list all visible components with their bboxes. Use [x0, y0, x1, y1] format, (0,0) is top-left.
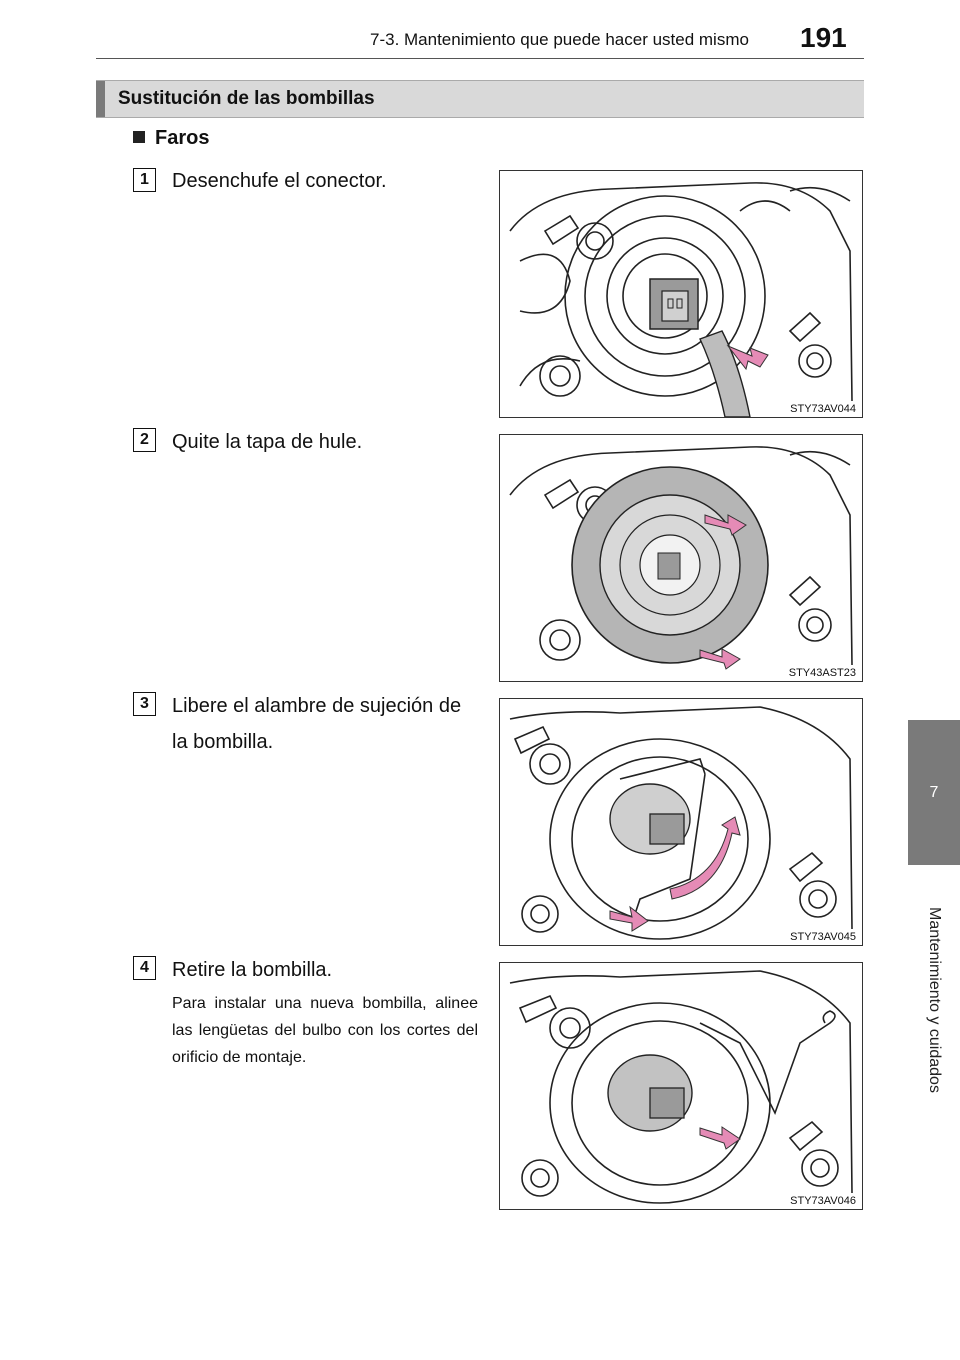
chapter-number: 7: [929, 783, 939, 801]
step-number-2: 2: [133, 428, 156, 452]
bulb-removal-illustration: [509, 970, 853, 1204]
step-4-note: Para instalar una nueva bombilla, alinee…: [172, 995, 478, 1066]
headlamp-connector-illustration: [509, 182, 853, 417]
retaining-wire-illustration: [509, 706, 853, 940]
subsection-title: Faros: [155, 127, 210, 149]
image-code-3: STY73AV045: [788, 931, 858, 943]
header-divider: [96, 58, 864, 59]
illustration-step-2: STY43AST23: [499, 434, 863, 682]
image-code-2: STY43AST23: [786, 667, 858, 679]
image-code-1: STY73AV044: [788, 403, 858, 415]
step-1-text: Desenchufe el conector.: [172, 170, 387, 192]
step-number-4: 4: [133, 956, 156, 980]
image-code-4: STY73AV046: [788, 1195, 858, 1207]
step-number-3: 3: [133, 692, 156, 716]
step-2-text: Quite la tapa de hule.: [172, 431, 363, 453]
step-number-1: 1: [133, 168, 156, 192]
illustration-step-4: STY73AV046: [499, 962, 863, 1210]
square-bullet-icon: [133, 131, 145, 143]
header-title: 7-3. Mantenimiento que puede hacer usted…: [370, 30, 749, 49]
section-banner: Sustitución de las bombillas: [96, 80, 864, 118]
step-4-text: Retire la bombilla.: [172, 959, 333, 981]
rubber-cover-illustration: [509, 446, 853, 670]
page-number: 191: [800, 22, 847, 53]
chapter-label: Mantenimiento y cuidados: [926, 907, 943, 1093]
subsection-heading: Faros: [133, 127, 209, 150]
chapter-tab: 7: [908, 720, 960, 865]
section-title: Sustitución de las bombillas: [118, 88, 375, 109]
illustration-step-3: STY73AV045: [499, 698, 863, 946]
illustration-step-1: STY73AV044: [499, 170, 863, 418]
banner-accent-bar: [96, 81, 105, 117]
step-3-text: Libere el alambre de sujeción de la bomb…: [172, 695, 462, 753]
